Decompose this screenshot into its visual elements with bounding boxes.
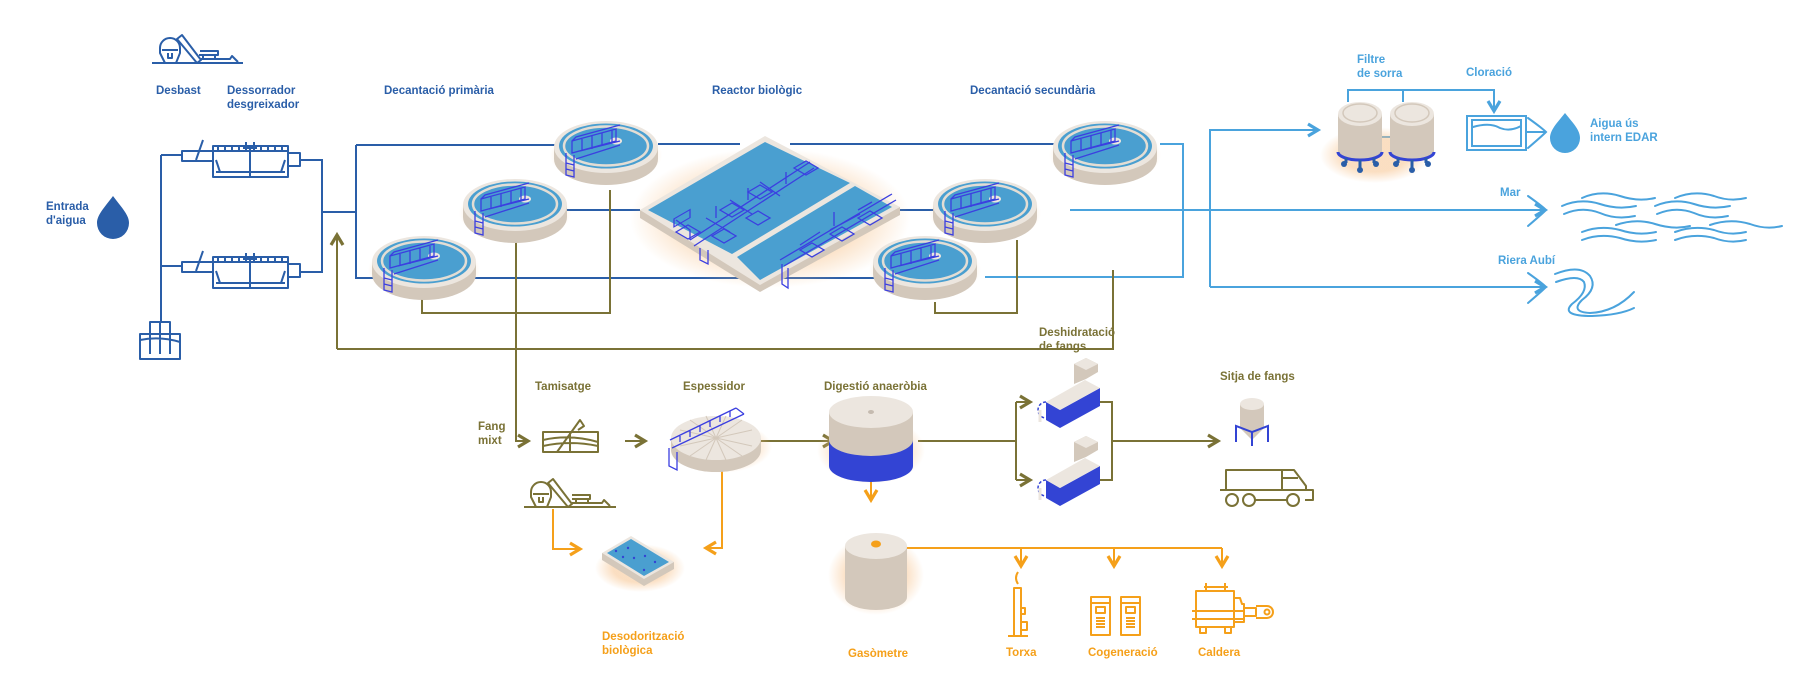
biological-deodorization-icon (595, 536, 685, 592)
secondary-clarifier-2 (927, 177, 1043, 245)
label-flare: Torxa (1006, 647, 1037, 659)
label-internal-use: Aigua ús intern EDAR (1590, 118, 1658, 144)
label-chlorination: Cloració (1466, 67, 1513, 79)
treated-water-pipes (985, 89, 1549, 295)
primary-clarifier-2 (457, 177, 573, 245)
label-dessorrador: Dessorrador desgreixador (227, 85, 300, 111)
label-digestion: Digestió anaeròbia (824, 381, 927, 393)
primary-clarifier-3 (548, 119, 664, 187)
truck-icon (1220, 469, 1314, 507)
label-sludge-silo: Sitja de fangs (1220, 371, 1295, 383)
stream-icon (1554, 268, 1635, 318)
biological-reactor-icon (630, 136, 910, 292)
gas-pipes (552, 468, 1230, 570)
pumping-station-icon (139, 321, 181, 360)
anaerobic-digester-icon (817, 396, 925, 484)
label-thickener: Espessidor (683, 381, 745, 393)
thickener-icon (668, 407, 772, 473)
sand-filter-icon (1320, 102, 1436, 183)
screening-machine-icon (524, 478, 616, 508)
label-deodorization: Desodorització biològica (602, 631, 685, 657)
cogeneration-icon (1090, 596, 1141, 636)
label-primary-clarifier: Decantació primària (384, 85, 494, 97)
secondary-clarifier-1 (867, 234, 983, 302)
gasometer-icon (828, 533, 924, 615)
sea-waves-icon (1561, 192, 1783, 243)
label-cogeneration: Cogeneració (1088, 647, 1158, 659)
water-drop-icon (97, 196, 129, 239)
flare-icon (1008, 571, 1028, 637)
label-inlet: Entrada d'aigua (46, 201, 89, 227)
centrifuge-icon (1037, 358, 1100, 428)
primary-clarifier-1 (366, 234, 482, 302)
sludge-silo-icon (1235, 398, 1269, 446)
label-sea: Mar (1500, 187, 1521, 199)
secondary-clarifier-3 (1047, 119, 1163, 187)
grit-removal-unit-bottom (181, 250, 301, 289)
label-screening: Tamisatge (535, 381, 592, 393)
outlet-arrows (1527, 117, 1548, 304)
label-mixed-sludge: Fang mixt (478, 421, 506, 447)
label-secondary-clarifier: Decantació secundària (970, 85, 1096, 97)
sludge-pipes (329, 190, 1218, 488)
label-gasometer: Gasòmetre (848, 648, 909, 660)
grit-removal-unit-top (181, 139, 301, 178)
water-drop-icon (1550, 113, 1580, 153)
chlorination-tank-icon (1466, 115, 1527, 151)
label-biological-reactor: Reactor biològic (712, 85, 803, 97)
centrifuge-icon (1037, 436, 1100, 506)
label-sand-filter: Filtre de sorra (1357, 54, 1403, 80)
label-dewatering: Deshidratació de fangs (1039, 327, 1116, 353)
screening-sieve-icon (542, 419, 599, 453)
label-desbast: Desbast (156, 85, 201, 97)
screening-machine-icon (152, 34, 243, 64)
label-boiler: Caldera (1198, 647, 1241, 659)
label-stream: Riera Aubí (1498, 255, 1556, 267)
boiler-icon (1192, 583, 1274, 634)
